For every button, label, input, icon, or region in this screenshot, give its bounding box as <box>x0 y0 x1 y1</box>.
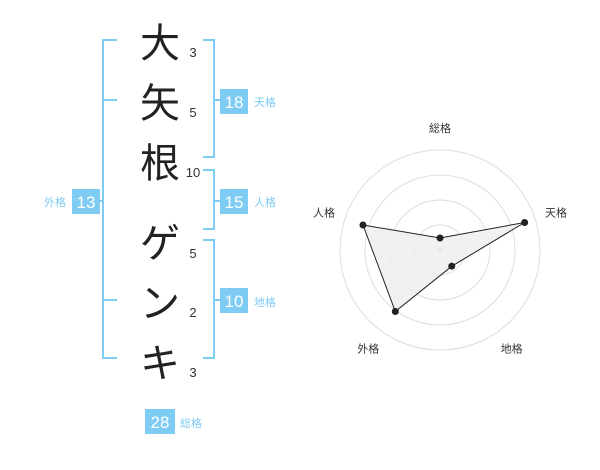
stroke-count: 3 <box>189 45 196 60</box>
jinkaku-value: 15 <box>225 193 244 212</box>
gaikaku-label: 外格 <box>44 195 66 209</box>
soukaku-label: 総格 <box>180 416 202 430</box>
chikaku-bracket <box>203 239 220 359</box>
radar-point-4 <box>391 307 399 315</box>
stroke-count: 10 <box>186 165 200 180</box>
radar-axis-label: 天格 <box>545 205 567 219</box>
radar-point-2 <box>521 218 529 226</box>
tenkaku-badge <box>220 89 248 114</box>
radar-point-5 <box>359 221 367 229</box>
radar-axis-label: 総格 <box>429 121 451 135</box>
radar-grid-ring <box>364 174 516 326</box>
stroke-count: 5 <box>189 105 196 120</box>
soukaku-badge <box>145 409 175 434</box>
stroke-count: 5 <box>189 246 196 261</box>
radar-grid-ring <box>339 149 541 351</box>
surname-char-1: 大 <box>140 21 180 67</box>
stroke-count: 3 <box>189 365 196 380</box>
radar-axis-label: 外格 <box>357 342 379 356</box>
gaikaku-badge <box>72 189 100 214</box>
stroke-count: 2 <box>189 305 196 320</box>
tenkaku-value: 18 <box>225 93 244 112</box>
chikaku-label: 地格 <box>254 295 276 309</box>
given-char-3: キ <box>140 341 180 387</box>
name-characters: 大 矢 根 ゲ ン キ <box>140 21 180 387</box>
jinkaku-badge <box>220 189 248 214</box>
surname-char-2: 矢 <box>140 81 180 127</box>
soukaku-value: 28 <box>151 413 170 432</box>
tenkaku-label: 天格 <box>254 95 276 109</box>
jinkaku-bracket <box>203 169 220 230</box>
radar-axis-label: 地格 <box>501 342 523 356</box>
stroke-counts: 3 5 10 5 2 3 <box>186 45 200 380</box>
radar-point-3 <box>448 262 456 270</box>
chikaku-value: 10 <box>225 292 244 311</box>
given-char-1: ゲ <box>140 221 180 267</box>
radar-series-polygon <box>362 222 525 313</box>
gaikaku-value: 13 <box>77 193 96 212</box>
radar-axis-label: 人格 <box>313 205 335 219</box>
surname-char-3: 根 <box>140 141 180 187</box>
tenkaku-bracket <box>203 39 220 158</box>
chikaku-badge <box>220 288 248 313</box>
jinkaku-label: 人格 <box>254 195 276 209</box>
given-char-2: ン <box>140 281 180 327</box>
radar-point-1 <box>436 234 444 242</box>
